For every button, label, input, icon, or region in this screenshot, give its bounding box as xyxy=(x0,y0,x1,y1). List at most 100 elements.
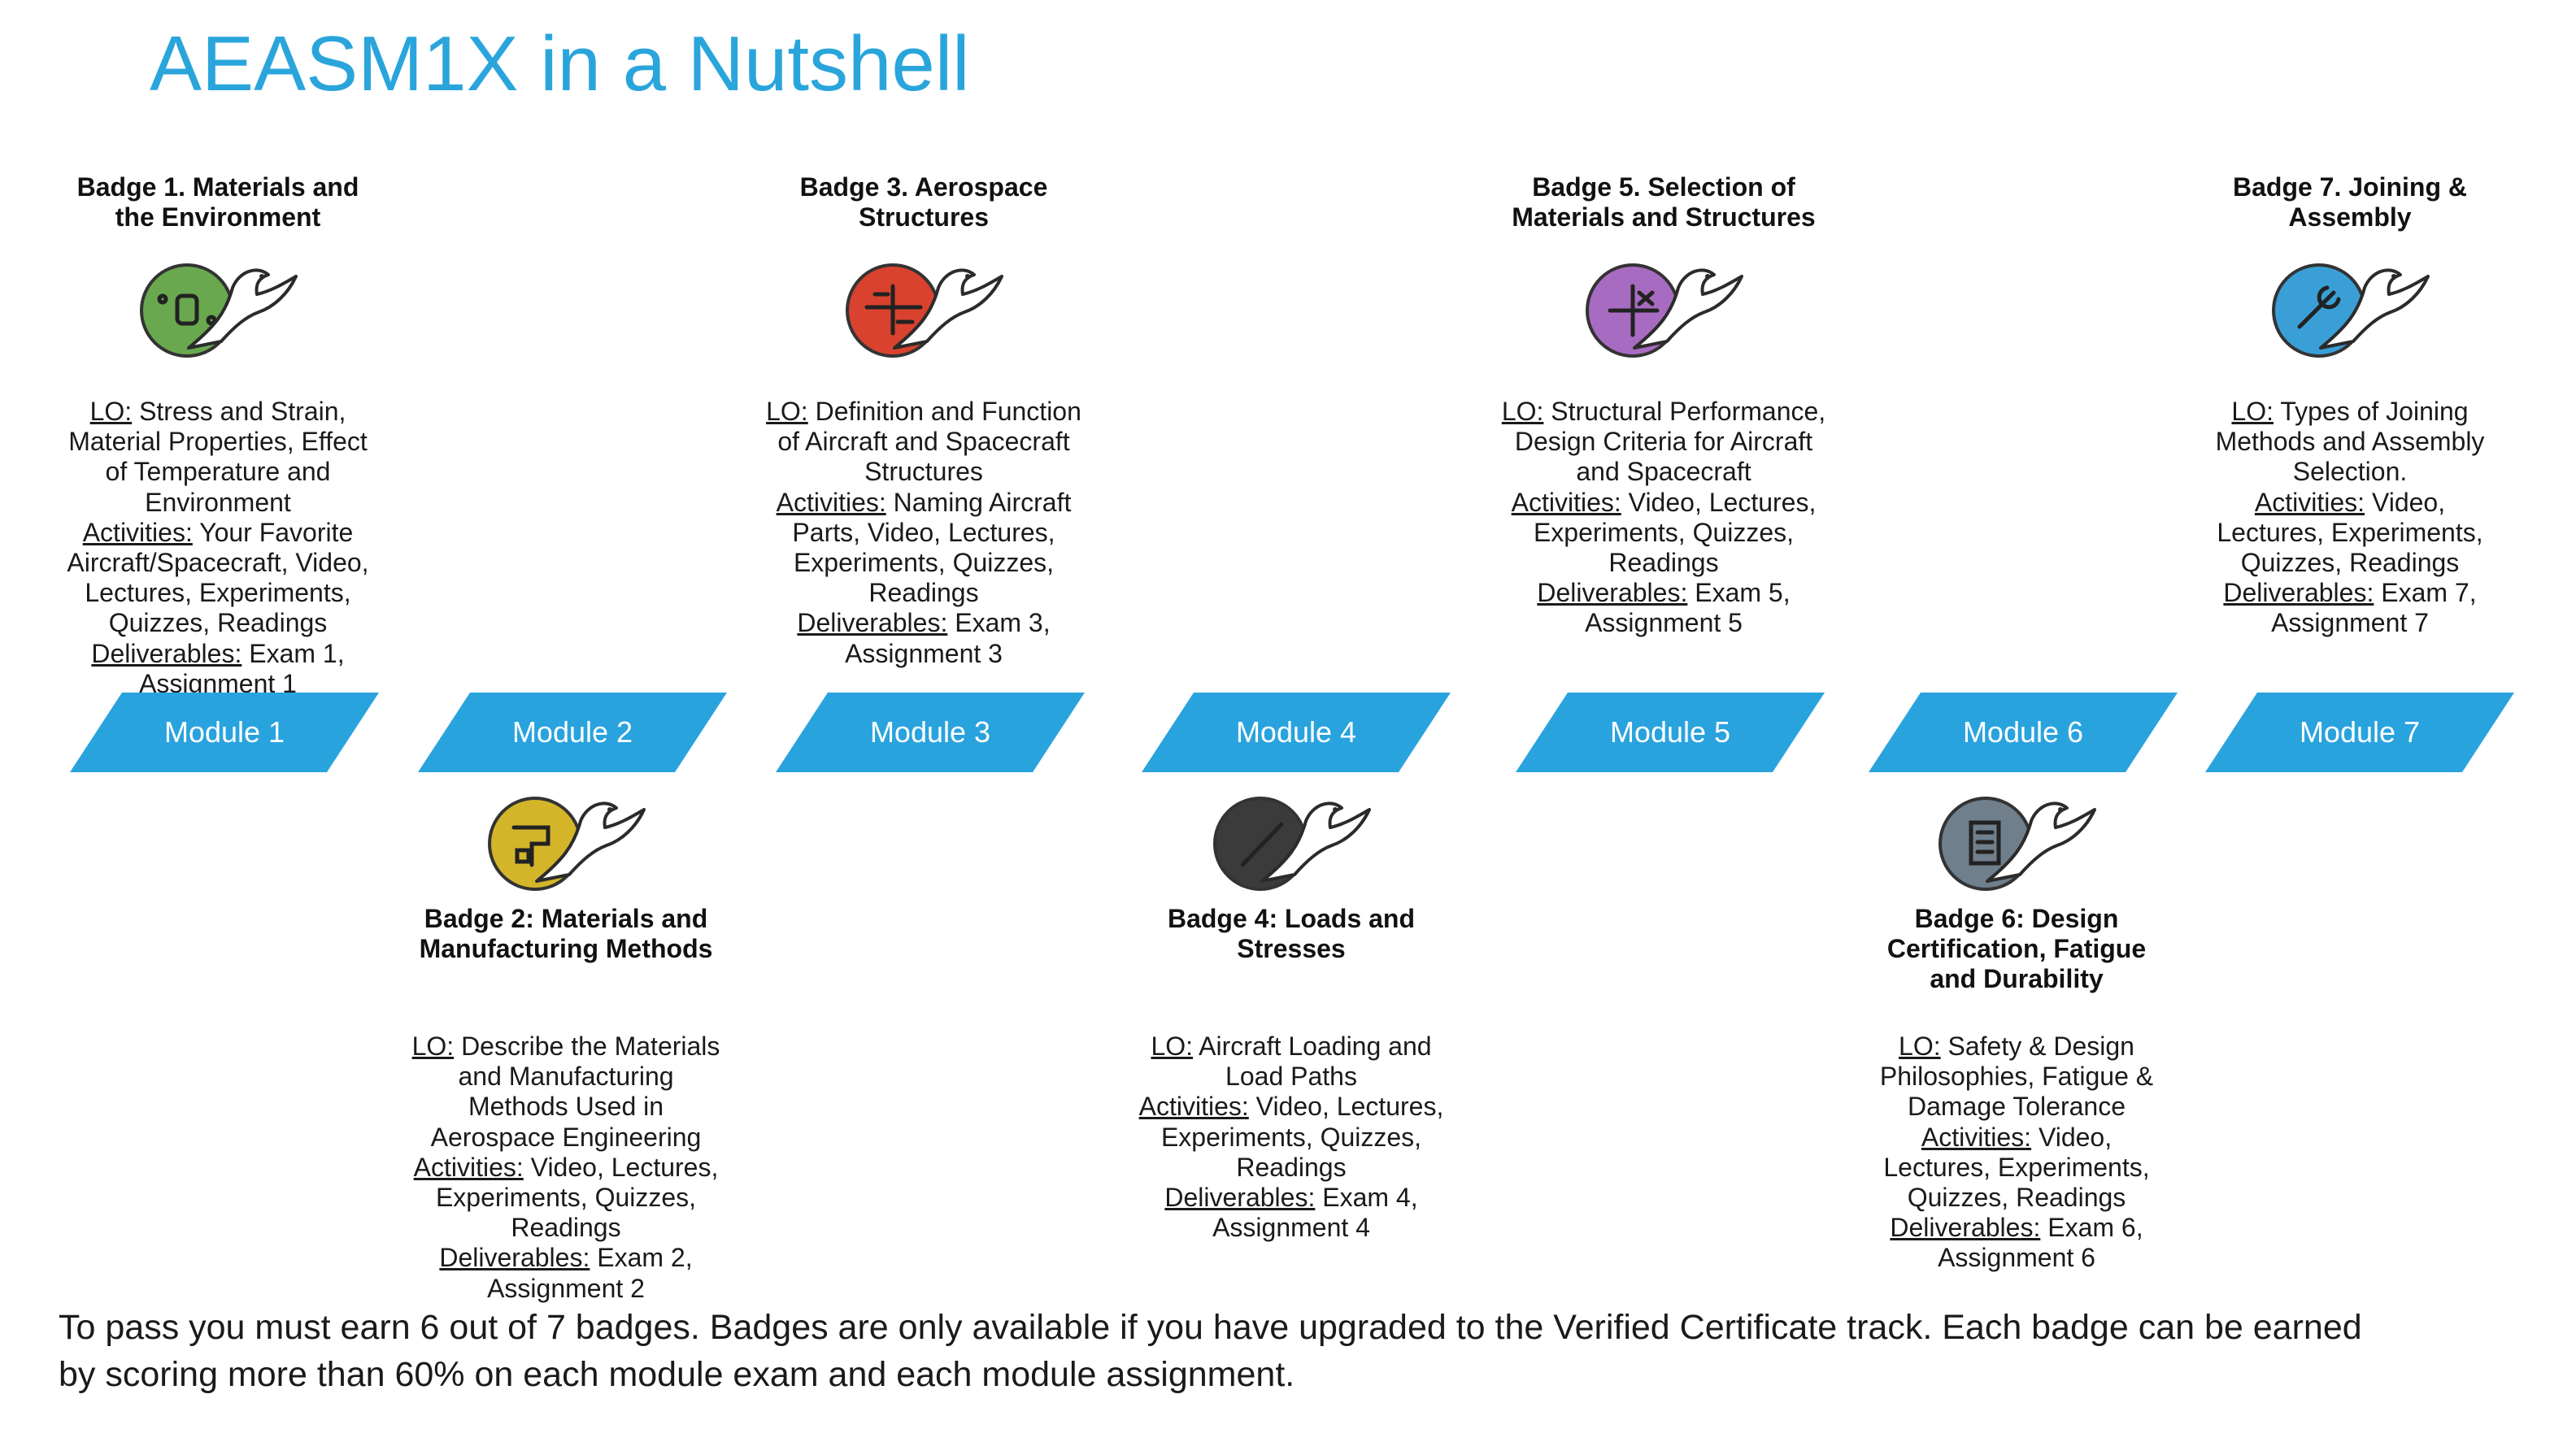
detail-line: Deliverables: Exam 4, xyxy=(1104,1183,1478,1213)
detail-text: Environment xyxy=(145,487,291,517)
detail-text: Assignment 4 xyxy=(1212,1213,1370,1243)
badge-title-line: Badge 2: Materials and xyxy=(424,904,708,933)
activities-label: Activities: xyxy=(1921,1122,2032,1152)
lo-label: LO: xyxy=(411,1032,455,1061)
detail-text: Definition and Function xyxy=(807,397,1081,426)
deliverables-label: Deliverables: xyxy=(439,1243,590,1273)
page-title: AEASM1X in a Nutshell xyxy=(150,20,970,107)
detail-line: of Temperature and xyxy=(31,457,405,487)
detail-text: Assignment 6 xyxy=(1938,1243,2095,1273)
detail-line: Activities: Video, Lectures, xyxy=(379,1153,753,1183)
detail-text: Video, xyxy=(2365,487,2446,517)
detail-text: Types of Joining xyxy=(2274,397,2469,426)
detail-text: Exam 7, xyxy=(2374,578,2477,608)
detail-line: Aerospace Engineering xyxy=(379,1123,753,1153)
detail-text: Readings xyxy=(868,578,979,608)
module-7-banner: Module 7 xyxy=(2205,693,2514,772)
detail-text: Exam 1, xyxy=(242,638,345,668)
detail-line: LO: Structural Performance, xyxy=(1477,397,1851,427)
detail-text: Selection. xyxy=(2292,457,2408,487)
deliverables-label: Deliverables: xyxy=(1164,1183,1316,1213)
lo-label: LO: xyxy=(1501,397,1544,426)
lo-label: LO: xyxy=(1899,1032,1941,1061)
detail-line: Deliverables: Exam 2, xyxy=(379,1243,753,1273)
detail-text: Aerospace Engineering xyxy=(430,1122,702,1152)
detail-text: Exam 3, xyxy=(947,608,1051,638)
detail-line: Deliverables: Exam 1, xyxy=(31,639,405,669)
badge-title-line: Badge 1. Materials and xyxy=(76,172,359,202)
note-line-2: by scoring more than 60% on each module … xyxy=(59,1355,1295,1394)
detail-text: Assignment 7 xyxy=(2271,608,2429,638)
selection-icon xyxy=(1586,263,1743,358)
module-label: Module 2 xyxy=(511,715,633,749)
structure-icon xyxy=(846,263,1003,358)
leaf-circuit-icon xyxy=(140,263,298,358)
detail-text: Experiments, Quizzes, xyxy=(793,548,1055,578)
detail-text: Damage Tolerance xyxy=(1907,1092,2126,1122)
activities-label: Activities: xyxy=(1138,1092,1249,1122)
detail-text: Load Paths xyxy=(1225,1062,1357,1092)
module-5-banner: Module 5 xyxy=(1516,693,1825,772)
deliverables-label: Deliverables: xyxy=(91,638,242,668)
detail-text: Quizzes, Readings xyxy=(108,608,328,638)
module-6-banner: Module 6 xyxy=(1869,693,2178,772)
detail-text: Quizzes, Readings xyxy=(1907,1183,2126,1213)
detail-text: Video, Lectures, xyxy=(1621,487,1817,517)
deliverables-label: Deliverables: xyxy=(797,608,948,638)
detail-text: Video, xyxy=(2031,1122,2113,1152)
deliverables-label: Deliverables: xyxy=(1890,1213,2041,1243)
module-label: Module 3 xyxy=(869,715,991,749)
detail-line: Load Paths xyxy=(1104,1062,1478,1092)
deliverables-label: Deliverables: xyxy=(1537,578,1688,608)
detail-text: Assignment 5 xyxy=(1585,608,1743,638)
activities-label: Activities: xyxy=(82,517,193,547)
badge-title-line: Badge 7. Joining & xyxy=(2232,172,2468,202)
detail-text: Assignment 3 xyxy=(845,638,1003,668)
detail-text: Exam 4, xyxy=(1315,1183,1418,1213)
detail-text: Experiments, Quizzes, xyxy=(1533,517,1795,547)
detail-text: Methods Used in xyxy=(468,1092,664,1122)
detail-line: Quizzes, Readings xyxy=(2163,548,2537,578)
detail-text: Parts, Video, Lectures, xyxy=(792,517,1055,547)
module-label: Module 7 xyxy=(2299,715,2421,749)
detail-text: Lectures, Experiments, xyxy=(1883,1152,2150,1182)
detail-line: LO: Definition and Function xyxy=(737,397,1111,427)
detail-line: Experiments, Quizzes, xyxy=(1477,518,1851,548)
loads-icon xyxy=(1213,797,1371,891)
lo-label: LO: xyxy=(766,397,808,426)
pass-requirements-note: To pass you must earn 6 out of 7 badges.… xyxy=(59,1304,2530,1398)
activities-label: Activities: xyxy=(776,487,886,517)
detail-text: Lectures, Experiments, xyxy=(2217,517,2483,547)
detail-line: Assignment 4 xyxy=(1104,1213,1478,1243)
detail-text: Exam 2, xyxy=(590,1243,693,1273)
detail-text: Video, Lectures, xyxy=(1248,1092,1444,1122)
badge-title-line: Badge 5. Selection of xyxy=(1532,172,1795,202)
detail-text: Exam 6, xyxy=(2040,1213,2143,1243)
detail-line: Readings xyxy=(1104,1153,1478,1183)
wrench-icon xyxy=(2272,263,2430,358)
detail-text: Naming Aircraft xyxy=(886,487,1072,517)
badge-title-line: Materials and Structures xyxy=(1512,202,1816,232)
detail-line: Quizzes, Readings xyxy=(31,608,405,638)
detail-text: Philosophies, Fatigue & xyxy=(1879,1062,2154,1092)
detail-text: of Aircraft and Spacecraft xyxy=(777,427,1070,457)
detail-line: Experiments, Quizzes, xyxy=(1104,1123,1478,1153)
badge-title-line: Badge 4: Loads and xyxy=(1167,904,1416,933)
detail-line: Activities: Video, xyxy=(1830,1123,2204,1153)
detail-line: Design Criteria for Aircraft xyxy=(1477,427,1851,457)
detail-text: and Manufacturing xyxy=(458,1062,674,1092)
detail-line: Activities: Your Favorite xyxy=(31,518,405,548)
badge-5-details: LO: Structural Performance,Design Criter… xyxy=(1477,397,1851,639)
detail-line: Structures xyxy=(737,457,1111,487)
detail-text: Describe the Materials xyxy=(454,1032,720,1061)
